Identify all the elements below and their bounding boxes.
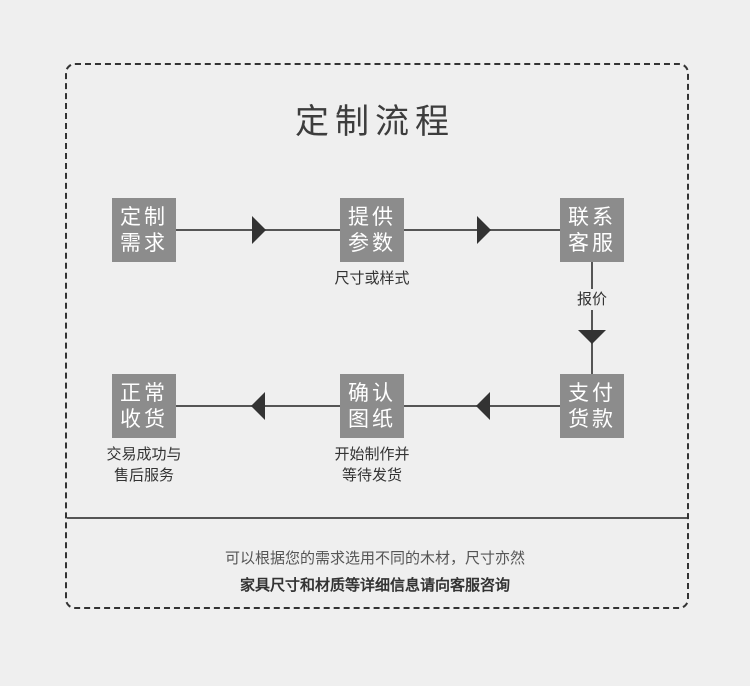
arrow-down-icon xyxy=(578,330,606,344)
step-label: 提供参数 xyxy=(348,205,396,255)
page-title: 定制流程 xyxy=(295,102,455,142)
arrow-left-icon xyxy=(476,392,490,420)
step-receive: 正常收货 xyxy=(112,374,176,438)
step-label: 正常收货 xyxy=(120,381,168,431)
footer-line-2: 家具尺寸和材质等详细信息请向客服咨询 xyxy=(239,576,510,594)
footer-line-1: 可以根据您的需求选用不同的木材，尺寸亦然 xyxy=(224,549,525,567)
step-label: 支付货款 xyxy=(568,381,616,431)
quote-label: 报价 xyxy=(562,289,622,310)
production-note-line1: 开始制作并 xyxy=(334,445,410,463)
step-label: 定制需求 xyxy=(120,205,168,255)
step-provide-parameters: 提供参数 xyxy=(340,198,404,262)
step-contact-service: 联系客服 xyxy=(560,198,624,262)
production-note: 开始制作并 等待发货 xyxy=(312,444,432,486)
production-note-line2: 等待发货 xyxy=(341,466,402,484)
step-label: 确认图纸 xyxy=(348,381,396,431)
size-style-note: 尺寸或样式 xyxy=(334,269,410,287)
step-label: 联系客服 xyxy=(568,205,616,255)
dashed-frame xyxy=(65,63,689,609)
after-sales-note-line1: 交易成功与 xyxy=(106,445,182,463)
step-custom-requirement: 定制需求 xyxy=(112,198,176,262)
arrow-right-icon xyxy=(477,216,491,244)
after-sales-note-line2: 售后服务 xyxy=(113,466,174,484)
arrow-left-icon xyxy=(251,392,265,420)
divider xyxy=(67,517,687,519)
step-confirm-drawing: 确认图纸 xyxy=(340,374,404,438)
after-sales-note: 交易成功与 售后服务 xyxy=(84,444,204,486)
arrow-right-icon xyxy=(252,216,266,244)
connector-3-4 xyxy=(591,261,593,374)
step-pay: 支付货款 xyxy=(560,374,624,438)
